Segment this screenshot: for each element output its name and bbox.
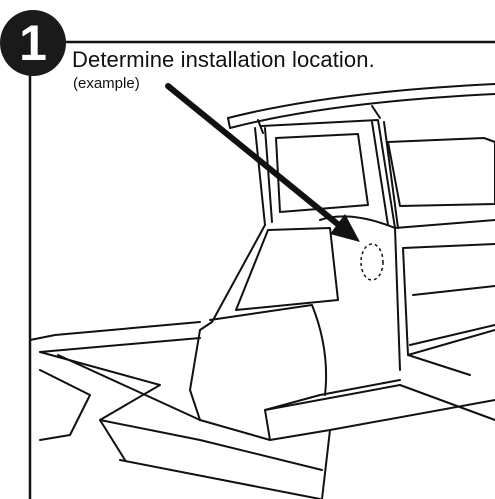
window-left (275, 133, 369, 213)
step-title: Determine installation location. (72, 47, 375, 72)
step-number-badge: 1 (0, 10, 66, 76)
gunwale (29, 321, 201, 341)
panel-frame (28, 40, 495, 499)
window-side (235, 227, 339, 311)
hardtop-roof (227, 83, 495, 119)
window-right (387, 137, 495, 207)
example-note: (example) (73, 75, 140, 92)
arrow-icon (165, 83, 360, 242)
location-marker-icon (360, 243, 384, 281)
deck-floor (119, 459, 321, 499)
